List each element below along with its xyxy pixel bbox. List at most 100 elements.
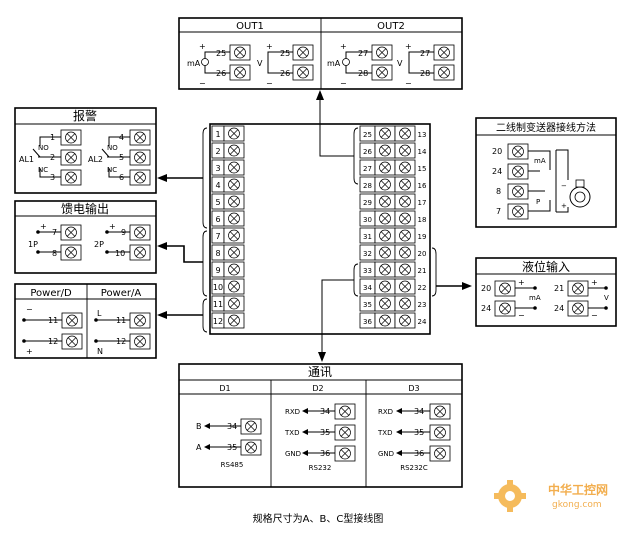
svg-text:B: B: [196, 422, 202, 431]
svg-text:1P: 1P: [28, 240, 38, 249]
watermark-logo: 中华工控网 gkong.com: [494, 480, 608, 512]
svg-text:mA: mA: [529, 294, 541, 302]
svg-text:TXD: TXD: [377, 429, 392, 437]
terminal-number: 17: [418, 199, 427, 207]
terminal-number: 27: [363, 165, 372, 173]
level-input-panel: 液位输入 20 24 21 24 mA V + − + −: [475, 257, 617, 327]
svg-text:V: V: [604, 294, 609, 302]
terminal-number: 22: [418, 284, 427, 292]
terminal-number: 34: [363, 284, 372, 292]
svg-text:RXD: RXD: [378, 408, 393, 416]
power-panel: Power/D Power/A 11 12 11 12 − + L N: [14, 283, 157, 359]
svg-text:7: 7: [496, 207, 501, 216]
svg-text:+: +: [591, 278, 598, 287]
terminal-number: 20: [418, 250, 427, 258]
terminal-number: 19: [418, 233, 427, 241]
svg-text:−: −: [405, 79, 412, 88]
terminal-number: 26: [363, 148, 372, 156]
alarm-panel: 报警 1 2 3 4 5 6 NO NC AL1 NO NC AL2: [14, 107, 157, 194]
terminal-right: 25 13: [359, 125, 427, 142]
terminal-left: 12: [211, 312, 245, 329]
comm-panel: 通讯 D1 D2 D3 34 35 B A RS485 34 35 36 RXD…: [178, 363, 463, 488]
svg-text:RS232C: RS232C: [400, 464, 428, 472]
terminal-right: 27 15: [359, 159, 427, 176]
svg-text:24: 24: [554, 304, 564, 313]
svg-text:+: +: [561, 202, 567, 210]
terminal-left: 7: [211, 227, 245, 244]
svg-text:25: 25: [280, 49, 290, 58]
svg-text:25: 25: [216, 49, 226, 58]
svg-text:21: 21: [554, 284, 564, 293]
svg-text:NO: NO: [107, 144, 118, 152]
feed-panel: 馈电输出 7 8 9 10 1P 2P + +: [14, 200, 157, 274]
svg-text:mA: mA: [534, 157, 546, 165]
svg-text:8: 8: [496, 187, 501, 196]
svg-text:RS232: RS232: [309, 464, 332, 472]
terminal-number: 25: [363, 131, 372, 139]
terminal-left: 9: [211, 261, 245, 278]
terminal-number: 18: [418, 216, 427, 224]
comm-d2: D2: [312, 384, 323, 393]
alarm-title: 报警: [73, 108, 97, 123]
svg-text:24: 24: [481, 304, 491, 313]
svg-text:+: +: [26, 347, 33, 356]
terminal-number: 30: [363, 216, 372, 224]
terminal-left: 8: [211, 244, 245, 261]
two-wire-title: 二线制变送器接线方法: [496, 121, 596, 134]
terminal-number: 24: [418, 318, 427, 326]
svg-text:−: −: [518, 311, 525, 320]
feed-title: 馈电输出: [61, 201, 109, 216]
svg-text:TXD: TXD: [284, 429, 299, 437]
terminal-number: 16: [418, 182, 427, 190]
svg-text:mA: mA: [187, 59, 201, 68]
svg-text:AL2: AL2: [88, 155, 103, 164]
terminal-number: 12: [213, 317, 223, 326]
terminal-number: 9: [215, 266, 220, 275]
svg-text:AL1: AL1: [19, 155, 34, 164]
svg-text:+: +: [405, 42, 412, 51]
svg-text:RXD: RXD: [285, 408, 300, 416]
terminal-number: 6: [215, 215, 220, 224]
terminal-left: 1: [211, 125, 245, 142]
out1-title: OUT1: [236, 21, 264, 32]
terminal-number: 3: [215, 164, 220, 173]
terminal-number: 13: [418, 131, 427, 139]
terminal-number: 36: [363, 318, 372, 326]
terminal-number: 33: [363, 267, 372, 275]
svg-text:V: V: [257, 59, 263, 68]
terminal-number: 31: [363, 233, 372, 241]
terminal-number: 5: [215, 198, 220, 207]
svg-text:+: +: [109, 222, 116, 231]
svg-text:GND: GND: [378, 450, 394, 458]
terminal-left: 11: [211, 295, 245, 312]
terminal-left: 3: [211, 159, 245, 176]
svg-text:+: +: [40, 222, 47, 231]
gear-icon: [494, 480, 526, 512]
power-d-title: Power/D: [30, 288, 72, 299]
output-panel: OUT1 OUT2 25 26 mA + − 25 26 V + − 27 28…: [178, 17, 463, 90]
terminal-number: 14: [418, 148, 427, 156]
terminal-number: 2: [215, 147, 220, 156]
svg-text:−: −: [340, 79, 347, 88]
terminal-number: 15: [418, 165, 427, 173]
svg-text:L: L: [97, 309, 102, 318]
svg-text:+: +: [518, 278, 525, 287]
out2-title: OUT2: [377, 21, 405, 32]
svg-text:20: 20: [481, 284, 491, 293]
svg-text:A: A: [196, 443, 202, 452]
terminal-number: 35: [363, 301, 372, 309]
comm-d1: D1: [219, 384, 230, 393]
svg-text:NO: NO: [38, 144, 49, 152]
svg-text:20: 20: [492, 147, 502, 156]
svg-text:10: 10: [115, 249, 125, 258]
comm-title: 通讯: [308, 365, 332, 379]
terminal-right: 36 24: [359, 312, 427, 329]
terminal-number: 4: [215, 181, 220, 190]
terminal-number: 7: [215, 232, 220, 241]
svg-text:−: −: [26, 305, 33, 314]
